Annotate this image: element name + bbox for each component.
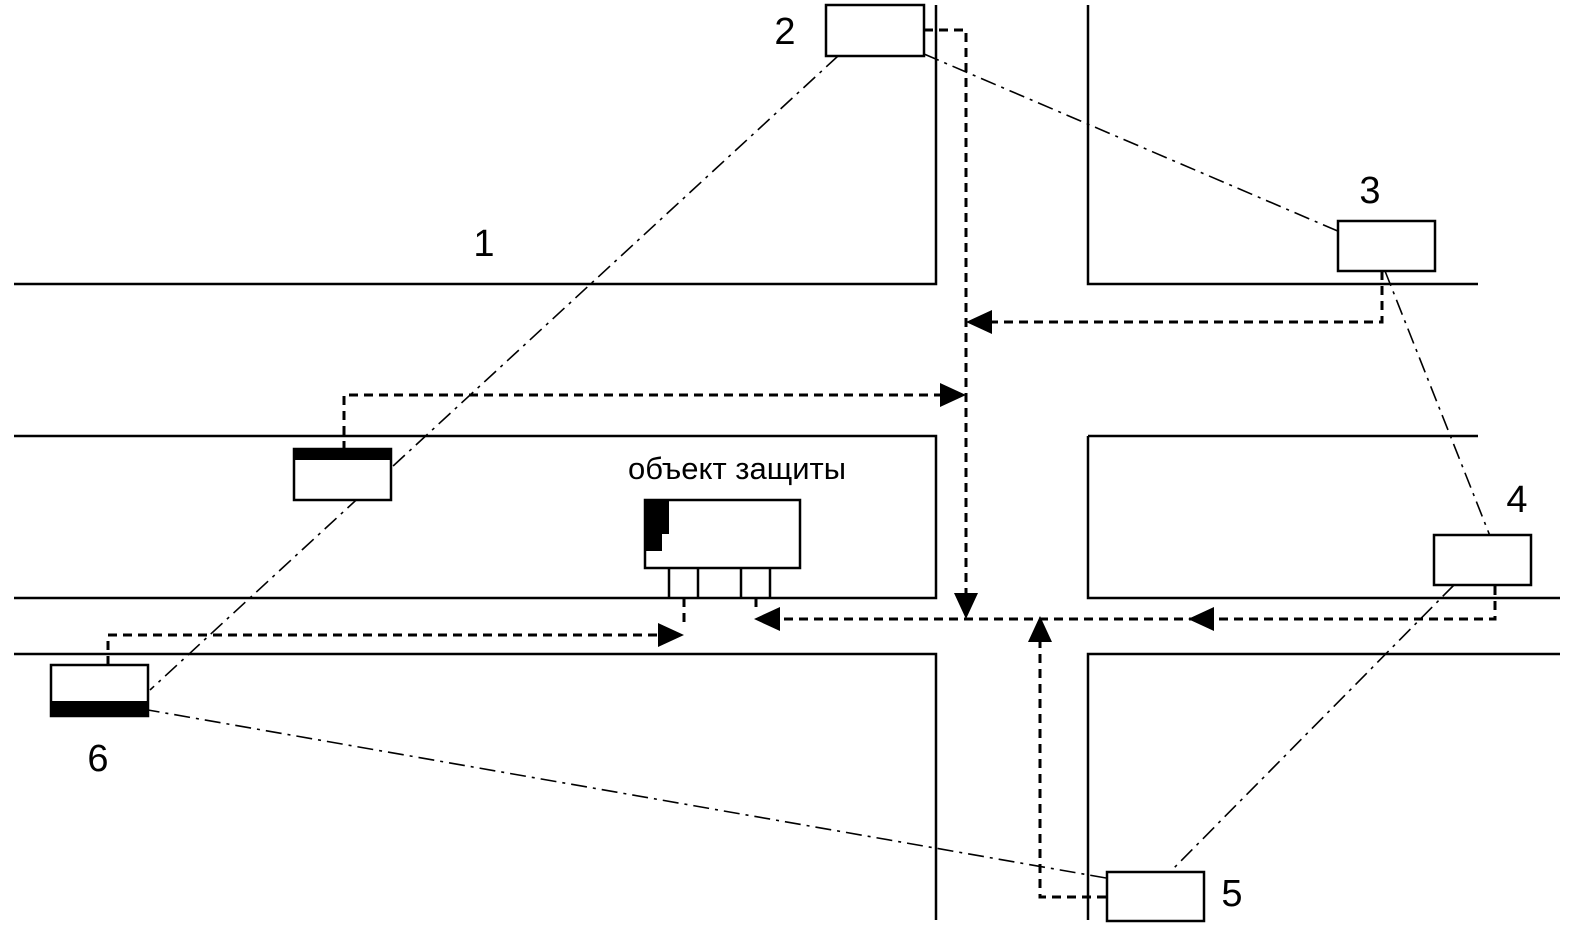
arrowhead-left	[754, 607, 780, 631]
camera-6	[49, 663, 150, 718]
arrowhead-right	[658, 623, 684, 647]
arrowhead-right	[940, 383, 966, 407]
camera-5	[1105, 870, 1206, 923]
signal-routes	[106, 28, 1497, 899]
street-outlines	[14, 5, 1560, 920]
camera-2	[824, 3, 926, 58]
route-arrowheads	[658, 310, 1214, 647]
camera-5-label: 5	[1221, 873, 1242, 915]
arrowhead-up	[1028, 616, 1052, 642]
camera-4	[1432, 533, 1533, 587]
object-label: объект защиты	[628, 451, 846, 486]
arrowhead-left	[1188, 607, 1214, 631]
perimeter-links	[147, 53, 1491, 879]
camera-6-label: 6	[87, 738, 108, 780]
region-label: 1	[473, 223, 494, 265]
protected-object	[643, 498, 802, 598]
arrowhead-down	[954, 593, 978, 619]
camera-2-label: 2	[774, 11, 795, 53]
camera-3	[1336, 219, 1437, 273]
arrowhead-left	[966, 310, 992, 334]
camera-3-label: 3	[1359, 170, 1380, 212]
camera-4-label: 4	[1506, 479, 1527, 521]
camera-unlabeled	[292, 447, 393, 502]
